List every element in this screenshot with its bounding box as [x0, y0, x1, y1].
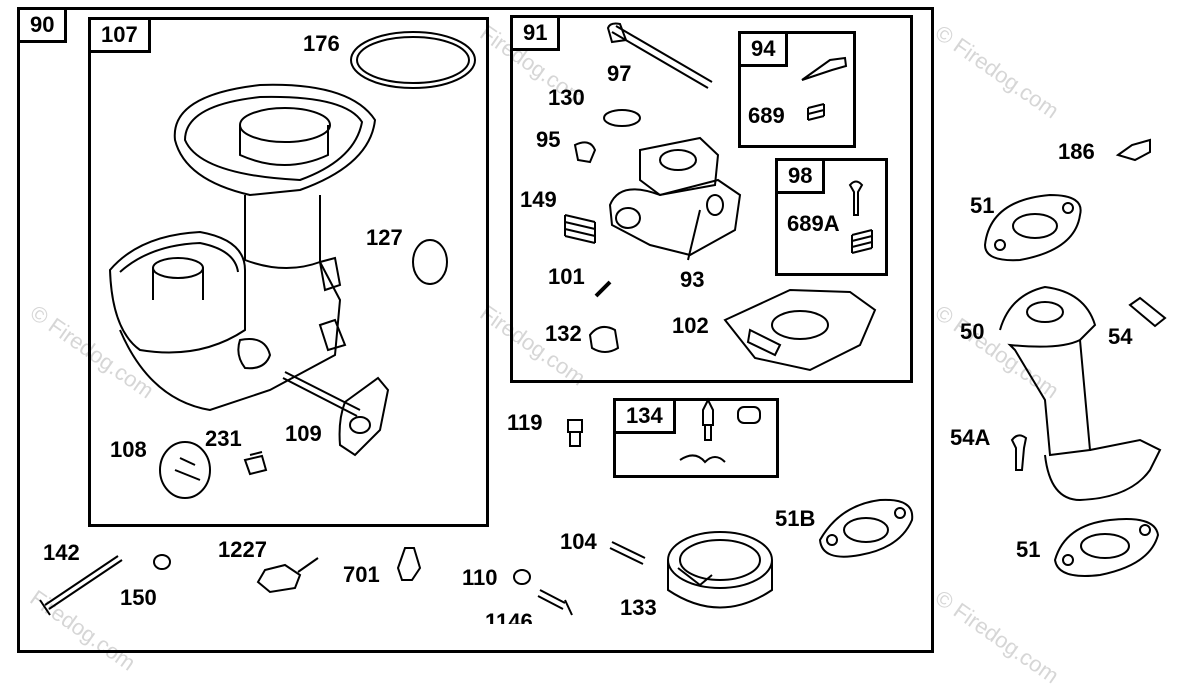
group-107-label: 107: [88, 17, 151, 53]
part-label-1227: 1227: [218, 537, 267, 562]
group-94-label: 94: [738, 31, 789, 67]
screw-1146: [537, 589, 573, 616]
group-134-label: 134: [613, 398, 676, 434]
group-98-label: 98: [775, 158, 826, 194]
group-107-box: 107: [88, 17, 489, 527]
intake-elbow-50: [999, 285, 1162, 502]
needle-94: [801, 56, 848, 81]
gasket-51-bottom: [1053, 518, 1160, 577]
part-label-110: 110: [462, 565, 498, 590]
choke-plate-130: [603, 109, 641, 127]
spring-689A: [851, 229, 873, 254]
part-label-1146: 1146: [485, 610, 533, 624]
pin-101: [594, 280, 612, 298]
washer-110: [513, 569, 531, 585]
group-90-box: 90: [17, 7, 934, 653]
parts-drawing: [39, 22, 1167, 616]
part-label-95: 95: [536, 127, 561, 152]
part-label-231: 231: [205, 426, 242, 451]
part-label-176: 176: [303, 31, 340, 56]
fitting-186: [1115, 138, 1151, 162]
part-label-119: 119: [507, 410, 543, 435]
screw-54: [1128, 296, 1167, 328]
group-98-box: 98: [775, 158, 888, 276]
pin-104: [609, 541, 646, 565]
part-label-701: 701: [343, 562, 380, 587]
part-label-51-top: 51: [970, 193, 995, 218]
group-134-box: 134: [613, 398, 779, 478]
part-label-142: 142: [43, 540, 80, 565]
screw-98: [848, 180, 864, 216]
part-label-51-bottom: 51: [1016, 537, 1041, 562]
gasket-102: [723, 288, 877, 372]
part-label-51B: 51B: [775, 506, 816, 531]
spring-149: [564, 214, 596, 244]
choke-shaft-97: [611, 25, 713, 89]
washer-150: [153, 554, 171, 570]
gasket-51B: [818, 498, 914, 558]
part-label-127: 127: [366, 225, 403, 250]
part-label-186: 186: [1058, 139, 1095, 164]
part-label-109: 109: [285, 421, 322, 446]
throttle-plate-108: [159, 441, 211, 499]
welch-plug-127: [412, 239, 448, 285]
part-label-102: 102: [672, 313, 709, 338]
needle-134: [702, 397, 714, 441]
screw-231: [243, 451, 268, 476]
needle-142: [39, 555, 123, 616]
part-label-54: 54: [1108, 324, 1133, 349]
float-bowl-133: [667, 531, 773, 609]
group-90-label: 90: [17, 7, 68, 43]
part-label-689: 689: [748, 103, 785, 128]
part-132: [588, 325, 620, 353]
part-label-133: 133: [620, 595, 657, 620]
part-label-130: 130: [548, 85, 585, 110]
fitting-701: [396, 547, 422, 581]
part-label-97: 97: [607, 61, 632, 86]
needle-1227: [256, 557, 319, 594]
part-label-50: 50: [960, 319, 985, 344]
throttle-shaft-109: [282, 371, 390, 457]
part-label-132: 132: [545, 321, 582, 346]
group-91-box: 91: [510, 15, 913, 383]
part-label-149: 149: [520, 187, 557, 212]
ring-gasket-176: [350, 31, 476, 89]
group-94-box: 94: [738, 31, 856, 148]
spring-689: [807, 103, 825, 121]
part-label-93: 93: [680, 267, 705, 292]
group-91-label: 91: [510, 15, 561, 51]
part-label-54A: 54A: [950, 425, 991, 450]
screw-119: [567, 419, 583, 447]
part-label-108: 108: [110, 437, 147, 462]
part-label-689A: 689A: [787, 211, 840, 236]
carburetor-bowl-107: [108, 83, 377, 412]
gasket-51-top: [983, 193, 1082, 262]
part-95: [573, 141, 597, 164]
part-label-104: 104: [560, 529, 597, 554]
part-label-101: 101: [548, 264, 585, 289]
part-label-150: 150: [120, 585, 157, 610]
screw-54A: [1010, 434, 1028, 471]
carburetor-upper-body-93: [608, 136, 742, 261]
